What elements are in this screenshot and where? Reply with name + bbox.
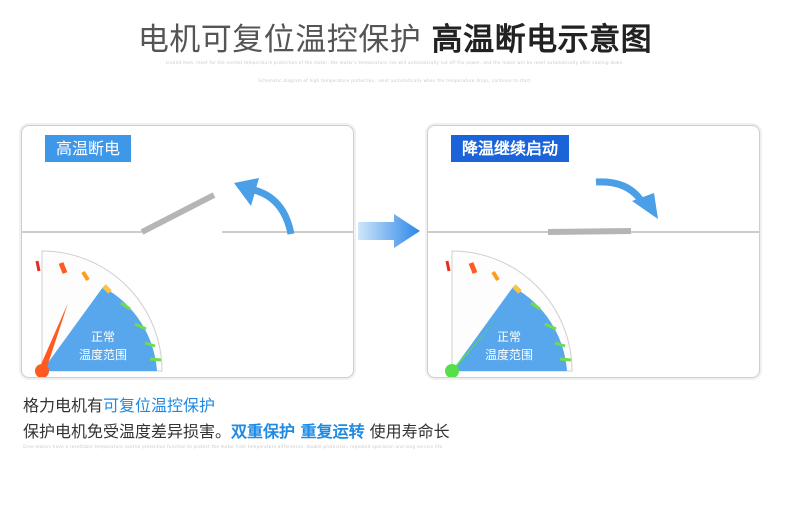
temperature-gauge — [35, 250, 163, 377]
tick-orange-red — [468, 262, 478, 274]
page-title: 电机可复位温控保护 高温断电示意图 — [0, 14, 790, 59]
gauge-label-line-2: 温度范围 — [78, 348, 127, 362]
tag-high-temp-cutoff: 高温断电 — [45, 135, 132, 162]
gauge-needle-pivot — [445, 364, 459, 377]
panel-cool-down-restart: 降温继续启动 正常 温度范围 — [427, 125, 760, 378]
tick-red — [445, 260, 451, 272]
gauge-needle-hot — [39, 303, 68, 373]
tick-green-1 — [530, 301, 541, 311]
open-switch-contact — [140, 192, 216, 235]
tick-green-2 — [134, 322, 147, 331]
caption-fine-print: Gree motors have a resettable temperatur… — [23, 444, 444, 449]
temperature-gauge — [445, 250, 573, 377]
gauge-label-line-1: 正常 — [90, 330, 115, 344]
panel-high-temp-cutoff: 高温断电 正常 温度范围 — [21, 125, 354, 378]
title-suffix: 高温断电示意图 — [431, 22, 653, 58]
tick-orange-red — [58, 262, 68, 274]
arrow-head-down-icon — [632, 193, 658, 219]
caption-2-plain: 保护电机免受温度差异损害。 — [23, 422, 232, 441]
tick-green-4 — [149, 357, 162, 362]
tick-green-3 — [144, 341, 156, 348]
gauge-normal-label: 正常 温度范围 — [70, 328, 136, 364]
fine-print-line-1: Invalid item, reset for the normal tempe… — [165, 60, 625, 65]
tick-yellow — [512, 284, 522, 294]
gauge-label-line-2: 温度范围 — [484, 348, 533, 362]
title-prefix: 电机可复位温控保护 — [137, 22, 422, 58]
tag-cool-down-restart: 降温继续启动 — [451, 135, 570, 162]
tick-red — [35, 260, 41, 272]
caption-1-plain: 格力电机有 — [23, 396, 104, 415]
panel-2-illustration — [428, 178, 759, 377]
tick-green-1 — [120, 301, 131, 311]
panel-1-illustration — [22, 178, 353, 377]
caption-2-tail: 使用寿命长 — [364, 422, 450, 441]
caption-2-highlight: 双重保护 重复运转 — [231, 422, 365, 441]
caption-line-2: 保护电机免受温度差异损害。双重保护 重复运转 使用寿命长 — [23, 418, 450, 442]
curved-arrow-down-icon — [595, 178, 645, 205]
caption-1-highlight: 可复位温控保护 — [103, 396, 216, 415]
tick-orange — [491, 270, 500, 282]
closed-switch-contact — [547, 228, 632, 235]
tick-yellow — [102, 284, 112, 294]
tick-green-3 — [554, 341, 566, 348]
curved-arrow-up-icon — [252, 186, 295, 235]
arrow-head-up-icon — [234, 178, 259, 206]
gauge-normal-label: 正常 温度范围 — [476, 328, 542, 364]
tick-green-2 — [544, 322, 557, 331]
gauge-needle-pivot — [35, 364, 49, 377]
gauge-label-line-1: 正常 — [496, 330, 521, 344]
transition-arrow-icon — [358, 214, 420, 248]
fine-print-line-2: Schematic diagram of high temperature pr… — [258, 78, 532, 83]
tick-green-4 — [559, 357, 572, 362]
caption-line-1: 格力电机有可复位温控保护 — [23, 392, 215, 416]
tick-orange — [81, 270, 90, 282]
gauge-needle-cool — [449, 319, 497, 373]
